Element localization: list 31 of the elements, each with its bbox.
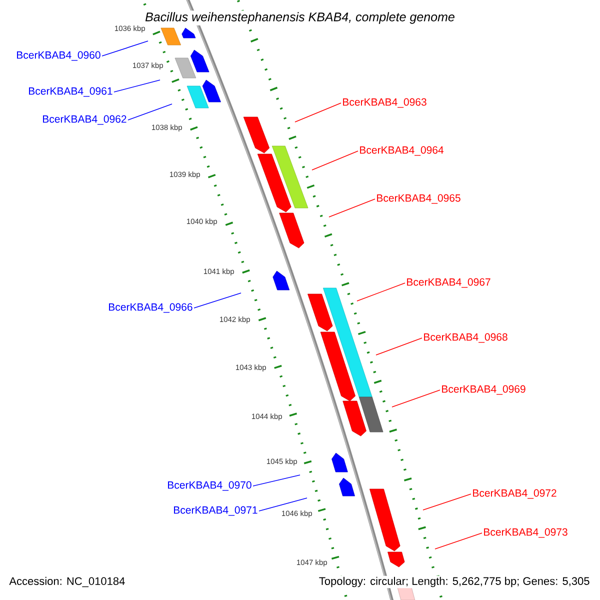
leader-line	[376, 338, 422, 356]
leader-line	[294, 102, 342, 122]
gene-label: BcerKBAB4_0972	[473, 489, 556, 499]
gene-label: BcerKBAB4_0970	[168, 481, 252, 491]
leader-line	[194, 292, 242, 308]
info-text: Topology: circular; Length: 5,262,775 bp; Genes: 5,305	[318, 576, 591, 588]
leader-line	[114, 80, 160, 92]
gene-label: BcerKBAB4_0966	[109, 303, 192, 313]
leader-line	[102, 40, 148, 56]
leader-line	[356, 282, 406, 302]
gene-label: BcerKBAB4_0964	[360, 146, 444, 156]
info-text: Accession: NC_010184	[8, 576, 126, 588]
gene-label: BcerKBAB4_0973	[484, 528, 568, 538]
gene-label: BcerKBAB4_0967	[407, 278, 490, 288]
leader-line	[128, 104, 172, 120]
gene-label: BcerKBAB4_0961	[29, 87, 112, 97]
leader-line	[312, 150, 358, 170]
gene-label: BcerKBAB4_0963	[343, 98, 426, 108]
leader-line	[422, 494, 472, 510]
leader-line	[392, 390, 440, 408]
leader-line	[434, 532, 482, 550]
gene-label: BcerKBAB4_0968	[424, 333, 508, 343]
gene-label: BcerKBAB4_0971	[174, 506, 258, 516]
leader-line	[252, 474, 300, 486]
leader-line	[328, 198, 376, 218]
gene-label: BcerKBAB4_0962	[43, 115, 126, 125]
gene-label: BcerKBAB4_0969	[442, 385, 526, 395]
title: Bacillus weihenstephanensis KBAB4, complete genome	[144, 10, 456, 26]
leader-line	[258, 498, 308, 512]
gene-label: BcerKBAB4_0960	[17, 51, 100, 61]
gene-label: BcerKBAB4_0965	[377, 194, 460, 204]
